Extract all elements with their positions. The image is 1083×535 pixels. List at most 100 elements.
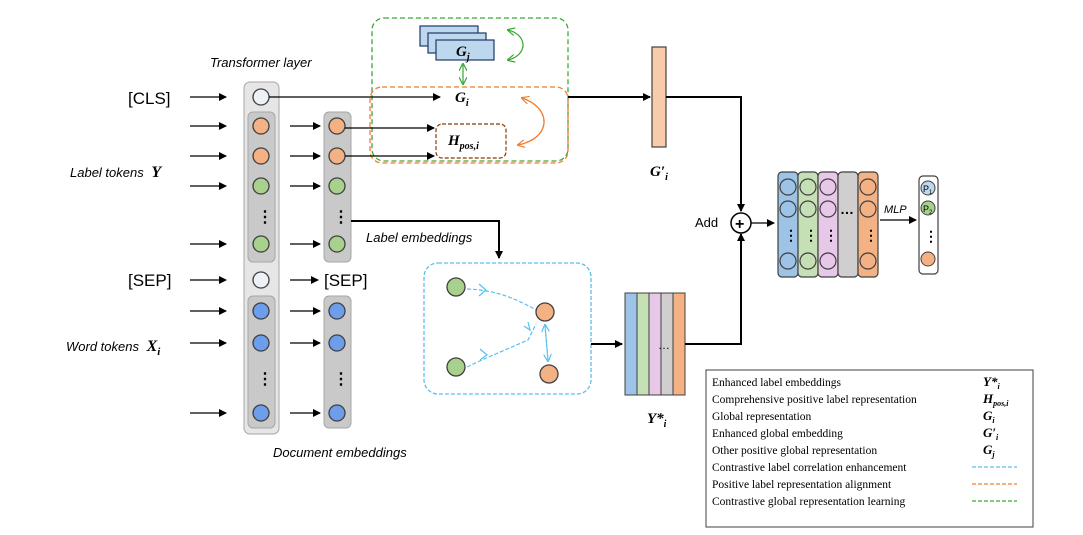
gi-symbol: Gi: [455, 90, 469, 109]
node-label: [252, 177, 270, 195]
ystar-bars: [624, 292, 686, 396]
legend-label: Contrastive label correlation enhancemen…: [712, 462, 907, 474]
add-plus-icon: +: [735, 216, 744, 233]
matrix-dots: ⋮: [804, 227, 818, 243]
label-emb-dots: ⋮: [333, 209, 349, 226]
legend-row: Comprehensive positive label representat…: [712, 391, 1009, 408]
matrix-hdots: …: [840, 201, 854, 217]
output-node: [920, 251, 936, 267]
ystar-dots: …: [658, 338, 670, 352]
node-label-emb: [328, 117, 346, 135]
node-label-emb: [328, 147, 346, 165]
legend-row: Positive label representation alignment: [712, 479, 1017, 491]
matrix-dots: ⋮: [824, 227, 838, 243]
legend-row: Enhanced global embedding G′i: [712, 425, 999, 442]
label-correlation-box: [423, 262, 592, 395]
legend-label: Enhanced label embeddings: [712, 377, 842, 389]
legend: Enhanced label embeddings Y*iComprehensiv…: [712, 374, 1017, 508]
gj-self-contrast-arrow-back: [508, 30, 524, 61]
legend-symbol: Gi: [983, 408, 995, 425]
label-tokens-label: Label tokens Y: [70, 164, 162, 181]
legend-label: Positive label representation alignment: [712, 479, 892, 491]
legend-label: Contrastive global representation learni…: [712, 496, 905, 508]
node-label: [252, 147, 270, 165]
node-word: [252, 404, 270, 422]
transformer-dots-label: ⋮: [257, 209, 273, 226]
add-label: Add: [695, 215, 718, 230]
legend-row: Global representation Gi: [712, 408, 995, 425]
legend-label: Comprehensive positive label representat…: [712, 394, 917, 406]
document-embedding-nodes: [328, 302, 346, 422]
legend-label: Other positive global representation: [712, 445, 877, 457]
global-contrastive-box: [371, 17, 569, 162]
transformer-layer-label: Transformer layer: [210, 55, 312, 70]
legend-row: Other positive global representation Gj: [712, 442, 995, 459]
matrix-dots: ⋮: [784, 227, 798, 243]
word-tokens-label: Word tokens Xi: [66, 338, 161, 358]
giprime-to-add-arrow: [666, 96, 745, 212]
output-node-p2: [920, 200, 936, 216]
graph-nodes: [446, 277, 559, 384]
legend-label: Enhanced global embedding: [712, 428, 843, 440]
graph-edge-heads: [478, 283, 531, 361]
label-embeddings-label: Label embeddings: [366, 230, 473, 245]
transformer-dots-word: ⋮: [257, 371, 273, 388]
transformer-word-block: [247, 295, 276, 429]
transformer-nodes: [252, 88, 270, 422]
label-emb-to-graph-arrow: [351, 220, 503, 259]
output-dots: ⋮: [924, 228, 938, 244]
document-embedding-column: [323, 295, 352, 429]
mlp-label: MLP: [884, 204, 907, 216]
output-column: [918, 175, 939, 275]
combined-matrix: [777, 171, 879, 278]
output-node-p1: [920, 180, 936, 196]
label-embedding-nodes: [328, 117, 346, 253]
node-label: [252, 235, 270, 253]
sep-output-label: [SEP]: [324, 271, 367, 290]
input-arrows: [190, 93, 227, 417]
alignment-arrow: [517, 98, 545, 146]
matrix-dots: ⋮: [864, 227, 878, 243]
legend-label: Global representation: [712, 411, 812, 423]
graph-node-green: [446, 357, 466, 377]
node-word: [252, 334, 270, 352]
node-label: [252, 117, 270, 135]
gj-self-contrast-arrow: [508, 29, 524, 60]
legend-row: Contrastive label correlation enhancemen…: [712, 462, 1017, 474]
gi-prime-bar: [651, 46, 667, 148]
gi-prime-symbol: G′i: [650, 164, 668, 183]
legend-row: Enhanced label embeddings Y*i: [712, 374, 1000, 391]
node-cls: [252, 88, 270, 106]
legend-symbol: Y*i: [983, 374, 1000, 391]
node-doc-emb: [328, 334, 346, 352]
document-embeddings-label: Document embeddings: [273, 445, 407, 460]
sep-token-label: [SEP]: [128, 271, 171, 290]
matrix-nodes: [779, 178, 877, 270]
node-doc-emb: [328, 302, 346, 320]
graph-contrast-arrow-back: [545, 325, 548, 362]
graph-node-green: [446, 277, 466, 297]
alignment-arrow-back: [518, 97, 545, 145]
ystar-symbol: Y*i: [647, 411, 667, 430]
doc-emb-dots: ⋮: [333, 371, 349, 388]
node-sep: [252, 271, 270, 289]
legend-symbol: Hpos,i: [982, 391, 1009, 408]
p2-label: P2: [923, 204, 933, 216]
hpos-box: [435, 123, 507, 159]
graph-node-orange: [535, 302, 555, 322]
node-label-emb: [328, 235, 346, 253]
alignment-box: [369, 86, 569, 164]
graph-node-orange: [539, 364, 559, 384]
p1-label: P1: [923, 184, 933, 196]
hpos-symbol: Hpos,i: [447, 133, 479, 152]
graph-edges: [466, 288, 537, 368]
node-label-emb: [328, 177, 346, 195]
legend-row: Contrastive global representation learni…: [712, 496, 1017, 508]
node-doc-emb: [328, 404, 346, 422]
legend-symbol: Gj: [983, 442, 995, 459]
gj-card-stack: [419, 25, 495, 61]
ystar-to-add-arrow: [685, 233, 745, 345]
cls-token-label: [CLS]: [128, 89, 171, 108]
legend-symbol: G′i: [983, 425, 999, 442]
